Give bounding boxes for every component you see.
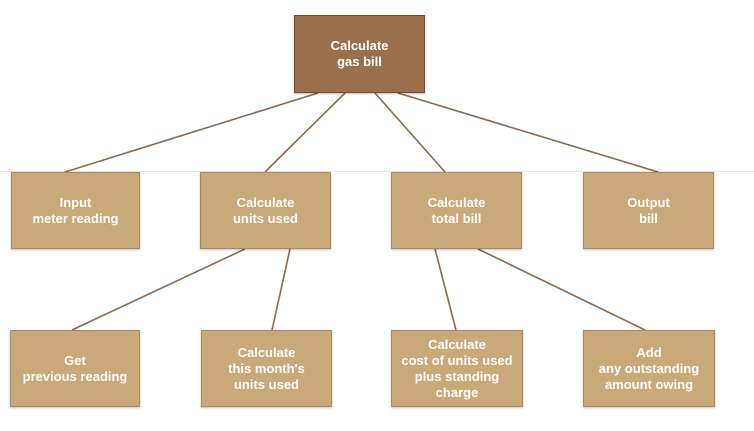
node-text-line: units used xyxy=(232,210,298,226)
node-calculate-total-bill: Calculate total bill xyxy=(391,172,522,249)
node-text-line: amount owing xyxy=(604,376,694,392)
connector-total-add xyxy=(477,248,646,331)
connector-units-previous xyxy=(71,248,246,331)
node-input-meter-reading: Input meter reading xyxy=(11,172,140,249)
connector-root-units xyxy=(264,92,346,173)
node-text-line: Calculate xyxy=(237,344,296,360)
connector-units-thismonth xyxy=(271,248,291,331)
node-text-line: gas bill xyxy=(337,54,382,69)
node-text-line: Output xyxy=(627,194,670,210)
node-text-line: Calculate xyxy=(427,194,486,210)
node-text-line: previous reading xyxy=(22,368,128,384)
node-text-line: units used xyxy=(233,376,299,392)
node-calculate-cost-of-units: Calculate cost of units used plus standi… xyxy=(391,330,523,407)
connector-root-output xyxy=(397,92,659,173)
node-calculate-units-used: Calculate units used xyxy=(200,172,331,249)
node-text-line: cost of units used xyxy=(401,352,513,368)
node-text-line: Get xyxy=(64,352,86,368)
node-add-outstanding-amount: Add any outstanding amount owing xyxy=(583,330,715,407)
divider-line xyxy=(0,171,754,172)
node-text-line: any outstanding xyxy=(598,360,700,376)
node-calculate-gas-bill: Calculate gas bill xyxy=(294,15,425,93)
node-text-line: plus standing xyxy=(414,368,500,384)
node-text-line: Input xyxy=(59,194,92,210)
connector-root-total xyxy=(374,92,446,173)
connector-total-cost xyxy=(434,248,457,331)
node-text-line: Calculate xyxy=(428,336,486,352)
node-text-line: Add xyxy=(636,344,662,360)
node-text-line: Calculate xyxy=(330,38,389,53)
node-text-line: this month's xyxy=(228,360,305,376)
node-text-line: Calculate xyxy=(236,194,295,210)
node-text-line: charge xyxy=(435,384,479,400)
connector-root-input xyxy=(64,92,319,173)
node-output-bill: Output bill xyxy=(583,172,714,249)
node-get-previous-reading: Get previous reading xyxy=(10,330,140,407)
node-text-line: meter reading xyxy=(32,210,119,226)
node-text-line: total bill xyxy=(431,210,482,226)
node-calculate-this-months-units: Calculate this month's units used xyxy=(201,330,332,407)
node-text-line: bill xyxy=(639,210,658,226)
